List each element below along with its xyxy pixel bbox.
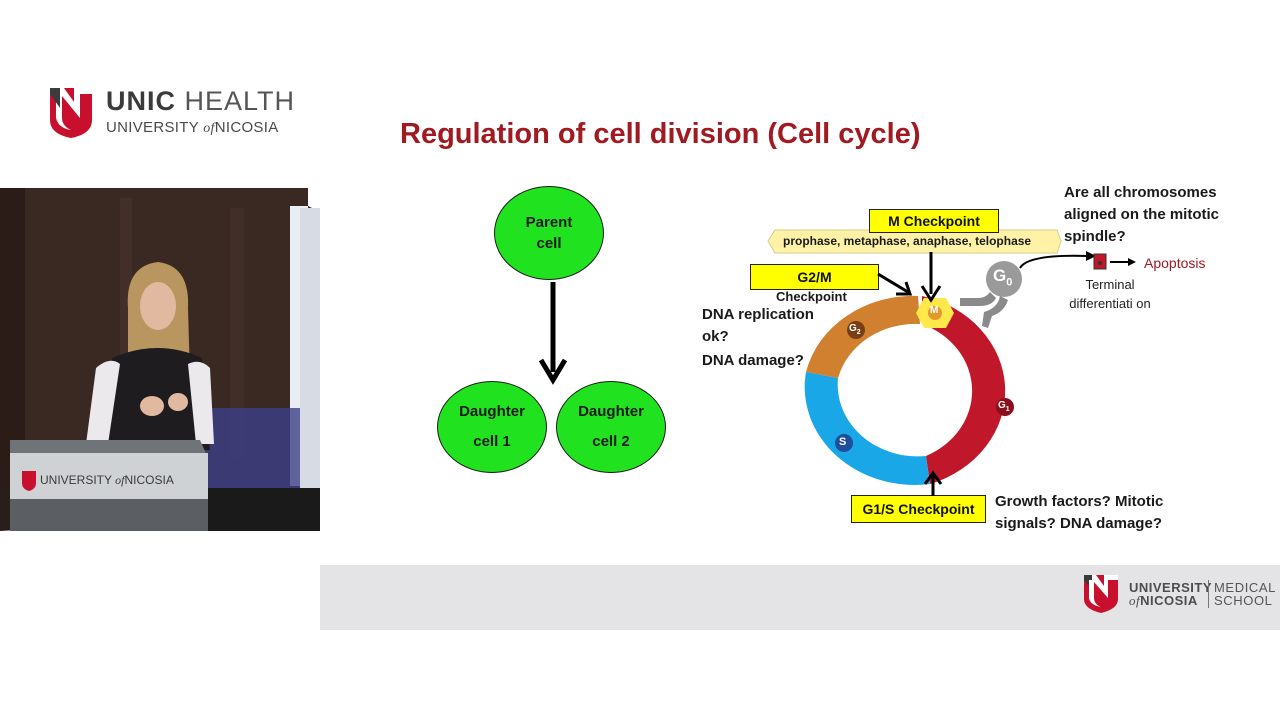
g1-badge-icon <box>996 398 1014 416</box>
medical-school-shield-icon <box>1084 575 1118 613</box>
g1-phase-arc <box>922 296 1006 484</box>
unic-shield-icon <box>50 88 92 138</box>
g1s-checkpoint-box: G1/S Checkpoint <box>851 495 986 523</box>
g2-phase-arc <box>806 295 920 378</box>
podium-text: UNIVERSITY ofNICOSIA <box>40 473 174 487</box>
footer-band <box>320 565 1280 630</box>
g2-badge-label: G2 <box>849 323 861 336</box>
s-badge-label: S <box>839 436 847 448</box>
g0-label: G0 <box>993 266 1013 289</box>
s-phase-arc <box>804 372 930 485</box>
g2m-checkpoint-box: G2/M <box>750 264 879 290</box>
footer-school-text: SCHOOL <box>1214 593 1273 608</box>
speaker-video: UNIVERSITY ofNICOSIA <box>0 188 320 531</box>
question-dna-replication: DNA replication ok? <box>702 306 814 345</box>
daughter-cell-2: Daughter cell 2 <box>556 381 666 473</box>
footer-medical-text: MEDICAL <box>1214 580 1276 595</box>
m-checkpoint-box: M Checkpoint <box>869 209 999 233</box>
apoptosis-label: Apoptosis <box>1144 255 1206 271</box>
g1s-checkpoint-arrow <box>923 470 943 496</box>
medical-school-logo: UNIVERSITY ofNICOSIA MEDICAL SCHOOL <box>1084 574 1276 616</box>
footer-university-text: UNIVERSITY <box>1129 580 1213 595</box>
m-checkpoint-arrow <box>920 252 942 303</box>
question-chromosomes: Are all chromosomes aligned on the mitot… <box>1064 184 1220 245</box>
s-badge-icon <box>835 434 853 452</box>
footer-divider <box>1208 580 1209 608</box>
terminal-differentiation-label: Terminal differentiati on <box>1069 277 1151 311</box>
m-phase-hexagon <box>916 298 954 328</box>
slide-title: Regulation of cell division (Cell cycle) <box>400 118 921 150</box>
g1-badge-label: G1 <box>998 400 1010 413</box>
unic-health-logo: UNIC HEALTH UNIVERSITY ofNICOSIA <box>48 86 308 142</box>
g0-branch <box>960 261 1022 328</box>
g2m-checkpoint-arrow <box>877 272 913 296</box>
phases-text: prophase, metaphase, anaphase, telophase <box>783 234 1032 248</box>
footer-nicosia-text: ofNICOSIA <box>1129 593 1198 608</box>
g2-badge-icon <box>847 321 865 339</box>
logo-brand-text: UNIC HEALTH <box>106 86 296 116</box>
cell-cycle-ring <box>804 295 1006 485</box>
podium-shield-icon <box>22 471 36 491</box>
question-growth-factors: Growth factors? Mitotic signals? DNA dam… <box>995 493 1164 532</box>
parent-cell: Parent cell <box>494 186 604 280</box>
g2m-checkpoint-subtitle: Checkpoint <box>776 289 847 304</box>
logo-university-text: UNIVERSITY ofNICOSIA <box>106 119 279 136</box>
phases-banner <box>767 229 1062 254</box>
g0-arrow <box>1019 251 1136 270</box>
m-phase-label: M <box>930 305 939 316</box>
division-arrow <box>538 282 568 385</box>
question-dna-damage: DNA damage? <box>702 352 804 369</box>
daughter-cell-1: Daughter cell 1 <box>437 381 547 473</box>
